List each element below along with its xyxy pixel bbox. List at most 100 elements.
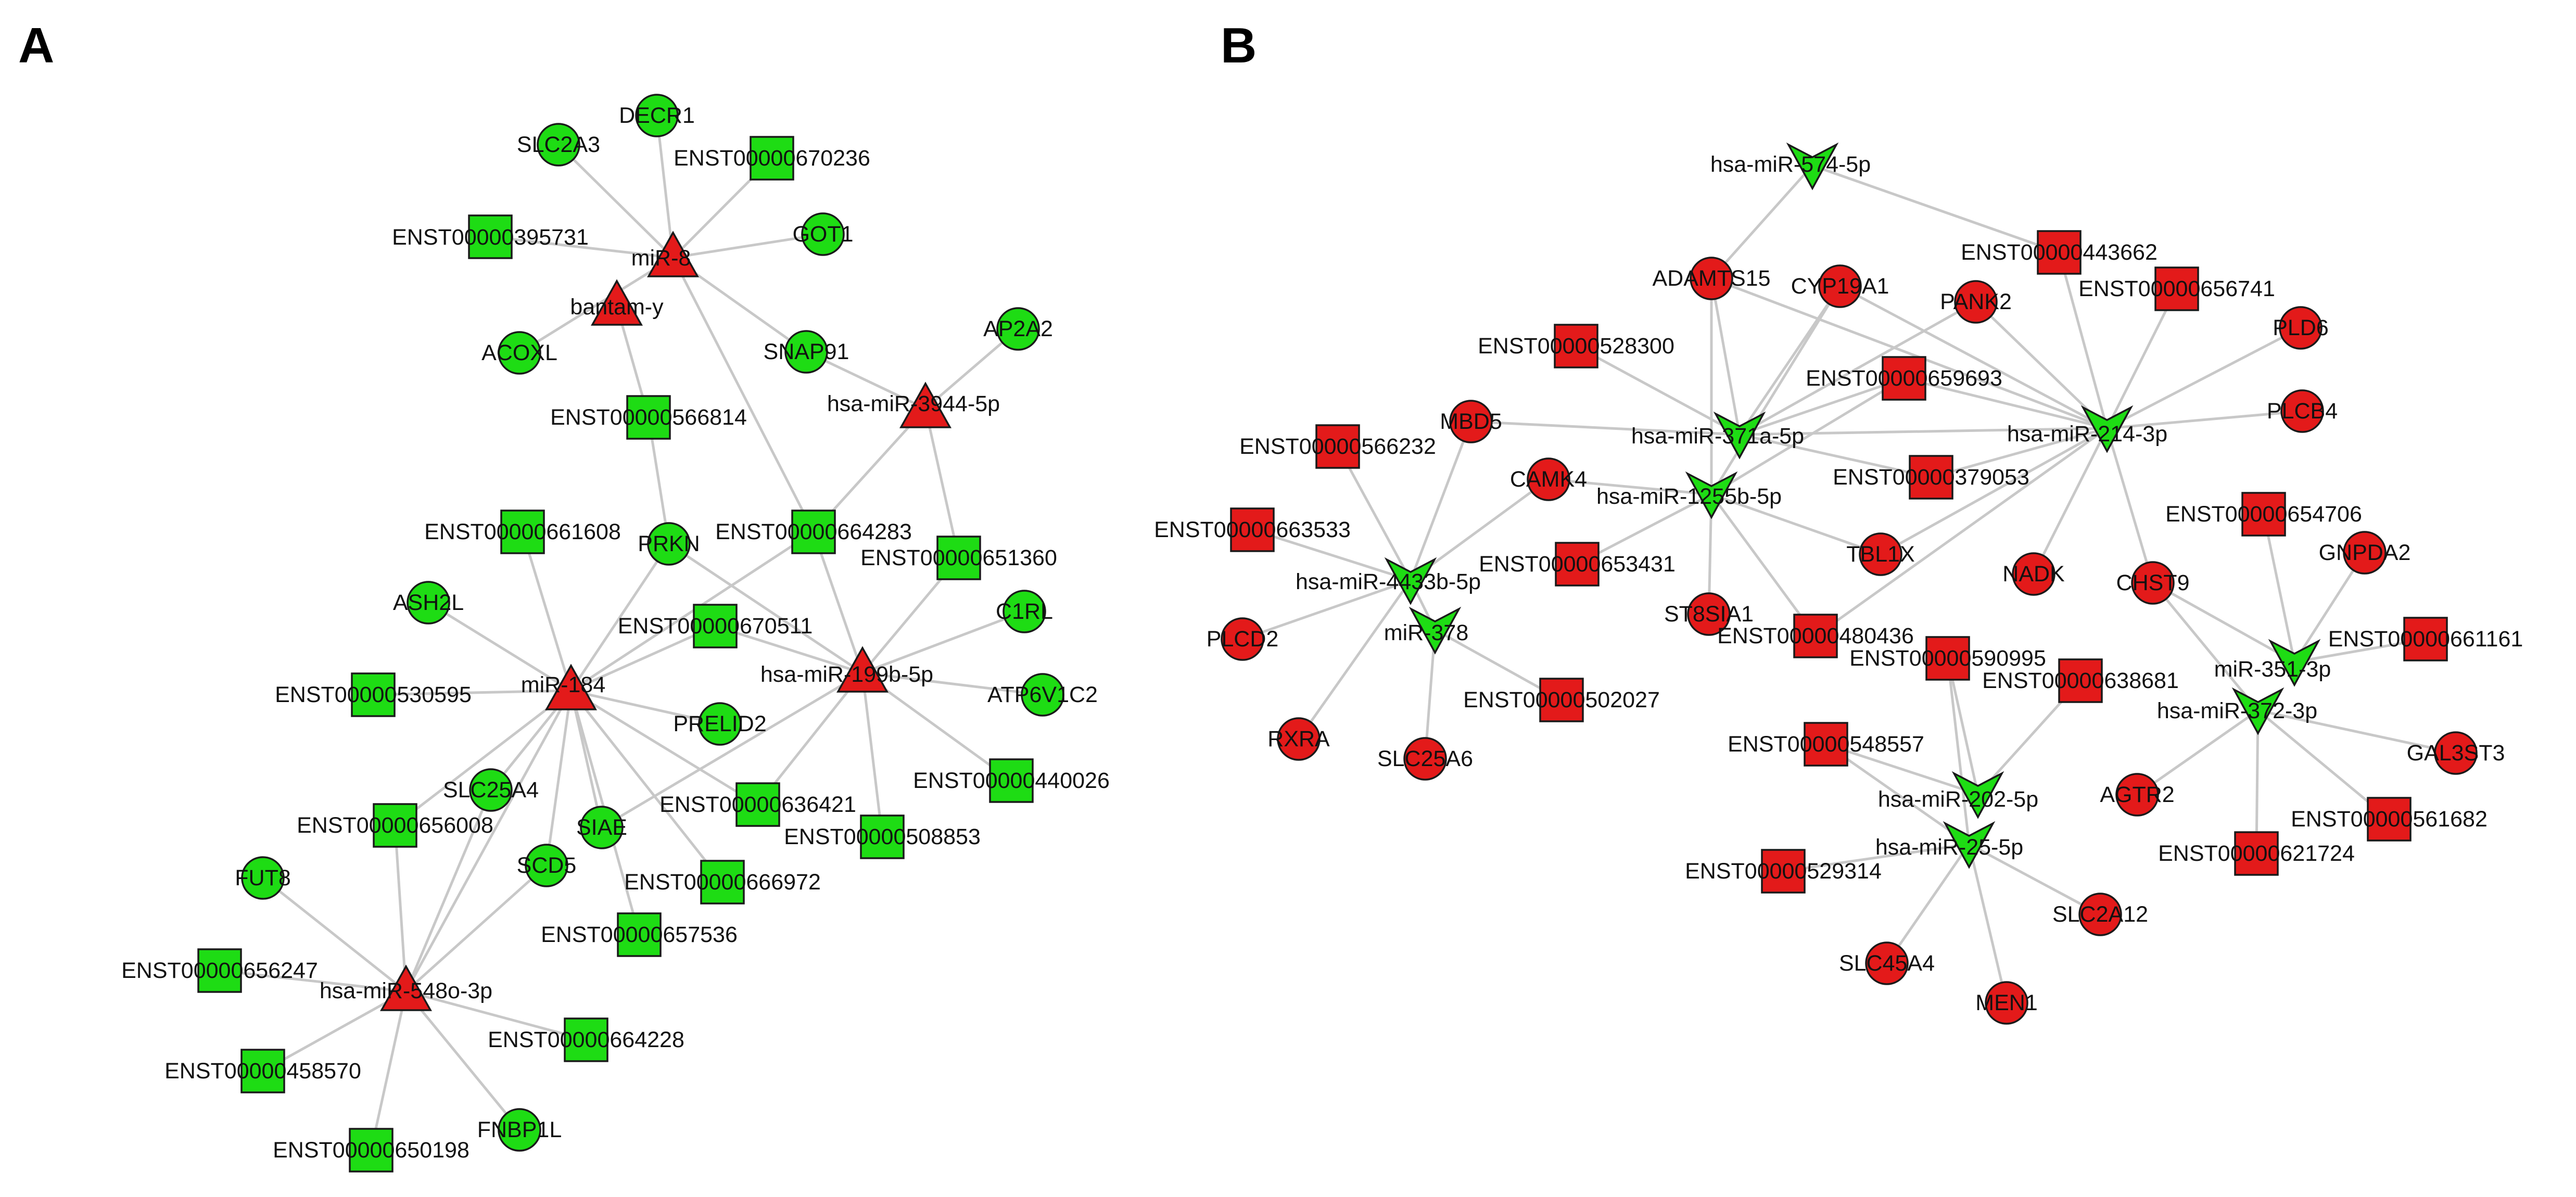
edge-a-mir-8-to-got1 (672, 233, 823, 259)
edge-b-hsa-mir-4433b-5p-to-rxra (1297, 579, 1412, 740)
node-label-enst00000480436: ENST00000480436 (1717, 623, 1914, 648)
node-enst00000621724-square-icon (2234, 831, 2279, 876)
node-label-hsa-mir-214-3p: hsa-miR-214-3p (2007, 422, 2167, 447)
edge-b-mir-351-3p-to-enst00000654706 (2262, 514, 2296, 663)
edge-b-hsa-mir-25-5p-to-enst00000529314 (1783, 843, 1970, 873)
edge-a-mir-8-to-enst00000664283 (671, 257, 815, 533)
node-label-tbl1x: TBL1X (1846, 542, 1914, 567)
node-label-enst00000657536: ENST00000657536 (541, 922, 738, 947)
node-label-rxra: RXRA (1267, 727, 1330, 752)
edge-a-mir-8-to-enst00000395731 (490, 235, 674, 259)
edge-a-hsa-mir-548o-3p-to-scd5 (405, 864, 548, 992)
node-camk4-circle-icon (1527, 457, 1570, 501)
node-enst00000379053-square-icon (1909, 455, 1953, 500)
node-men1-circle-icon (1985, 981, 2028, 1025)
node-label-enst00000664283: ENST00000664283 (715, 519, 912, 544)
edge-b-hsa-mir-1255b-5p-to-cyp19a1 (1710, 285, 1842, 495)
node-slc25a6-circle-icon (1403, 737, 1447, 781)
node-label-got1: GOT1 (792, 222, 853, 247)
edge-a-mir-184-to-enst00000661608 (521, 531, 573, 691)
node-label-enst00000670511: ENST00000670511 (618, 614, 813, 639)
node-label-enst00000561682: ENST00000561682 (2291, 807, 2488, 832)
node-prelid2-circle-icon (698, 702, 742, 746)
edge-a-mir-8-to-decr1 (655, 115, 675, 258)
node-label-hsa-mir-199b-5p: hsa-miR-199b-5p (760, 662, 933, 687)
edge-a-mir-184-to-hsa-mir-548o-3p (404, 690, 573, 992)
node-label-agtr2: AGTR2 (2100, 782, 2174, 807)
node-label-enst00000529314: ENST00000529314 (1685, 859, 1882, 884)
node-label-enst00000653431: ENST00000653431 (1479, 552, 1676, 577)
edge-b-hsa-mir-4433b-5p-to-mbd5 (1409, 421, 1473, 581)
edge-a-hsa-mir-199b-5p-to-enst00000508853 (861, 672, 884, 837)
node-label-mir-8: miR-8 (631, 246, 691, 271)
node-enst00000670511-square-icon (693, 604, 738, 648)
node-label-enst00000666972: ENST00000666972 (624, 870, 821, 895)
node-slc2a3-circle-icon (537, 123, 580, 167)
node-label-slc45a4: SLC45A4 (1839, 951, 1935, 976)
node-enst00000656741-square-icon (2154, 266, 2199, 311)
node-label-ash2l: ASH2L (393, 590, 464, 615)
node-label-prelid2: PRELID2 (673, 711, 766, 736)
node-label-mir-184: miR-184 (521, 672, 606, 697)
edge-b-hsa-mir-25-5p-to-enst00000548557 (1825, 743, 1970, 846)
node-label-enst00000661161: ENST00000661161 (2328, 627, 2523, 652)
node-tbl1x-circle-icon (1859, 532, 1902, 576)
edge-a-mir-184-to-enst00000530595 (373, 689, 572, 696)
node-label-ap2a2: AP2A2 (983, 316, 1053, 341)
node-enst00000657536-square-icon (617, 912, 662, 957)
node-c1rl-circle-icon (1003, 590, 1046, 633)
node-label-gnpda2: GNPDA2 (2319, 540, 2411, 565)
node-enst00000566232-square-icon (1315, 424, 1360, 469)
node-label-decr1: DECR1 (619, 103, 695, 128)
edge-b-hsa-mir-214-3p-to-nadk (2032, 427, 2109, 575)
edge-b-mir-351-3p-to-chst9 (2152, 581, 2295, 664)
edge-a-mir-184-to-prelid2 (570, 689, 720, 725)
edge-a-hsa-mir-548o-3p-to-slc25a4 (404, 789, 492, 992)
edge-a-mir-184-to-enst00000664283 (570, 530, 815, 692)
node-mir-351-3p-vee-icon (2268, 639, 2321, 687)
node-enst00000566814-square-icon (626, 395, 671, 440)
node-label-pld6: PLD6 (2273, 315, 2329, 340)
node-label-hsa-mir-1255b-5p: hsa-miR-1255b-5p (1596, 484, 1782, 509)
node-enst00000650198-square-icon (349, 1128, 394, 1173)
node-label-enst00000659693: ENST00000659693 (1806, 366, 2002, 391)
node-enst00000480436-square-icon (1793, 614, 1838, 658)
node-enst00000656008-square-icon (373, 803, 417, 848)
node-label-cyp19a1: CYP19A1 (1791, 274, 1889, 299)
node-label-hsa-mir-202-5p: hsa-miR-202-5p (1878, 787, 2038, 812)
node-hsa-mir-214-3p-vee-icon (2080, 405, 2134, 453)
node-label-mir-378: miR-378 (1384, 620, 1469, 645)
node-hsa-mir-4433b-5p-vee-icon (1384, 557, 1437, 605)
edge-b-hsa-mir-202-5p-to-enst00000548557 (1825, 743, 1978, 796)
node-enst00000508853-square-icon (860, 814, 905, 859)
node-label-enst00000621724: ENST00000621724 (2158, 841, 2355, 866)
edge-b-hsa-mir-214-3p-to-chst9 (2105, 428, 2154, 583)
node-label-scd5: SCD5 (517, 853, 577, 878)
node-label-enst00000654706: ENST00000654706 (2165, 502, 2362, 527)
node-label-enst00000443662: ENST00000443662 (1961, 240, 2158, 265)
node-enst00000656247-square-icon (197, 948, 242, 993)
edge-b-hsa-mir-1255b-5p-to-enst00000659693 (1710, 377, 1905, 496)
edge-a-hsa-mir-548o-3p-to-enst00000458570 (262, 990, 407, 1073)
node-label-hsa-mir-372-3p: hsa-miR-372-3p (2157, 698, 2317, 723)
node-hsa-mir-574-5p-vee-icon (1786, 142, 1839, 190)
node-hsa-mir-199b-5p-triangle-icon (836, 646, 889, 693)
node-enst00000663533-square-icon (1230, 507, 1275, 552)
node-enst00000638681-square-icon (2058, 658, 2103, 703)
node-enst00000395731-square-icon (468, 214, 513, 259)
edge-b-hsa-mir-371a-5p-to-adamts15 (1710, 278, 1741, 435)
node-fut8-circle-icon (241, 856, 285, 900)
node-mbd5-circle-icon (1449, 400, 1493, 443)
node-enst00000636421-square-icon (735, 782, 780, 827)
edge-b-hsa-mir-371a-5p-to-hsa-mir-214-3p (1739, 427, 2108, 436)
edge-a-hsa-mir-199b-5p-to-c1rl (862, 610, 1025, 674)
node-label-enst00000395731: ENST00000395731 (392, 225, 589, 250)
edge-a-mir-184-to-enst00000670511 (570, 625, 716, 692)
edge-b-hsa-mir-574-5p-to-adamts15 (1710, 164, 1813, 279)
node-enst00000661161-square-icon (2403, 617, 2448, 661)
edge-b-hsa-mir-372-3p-to-gal3st3 (2257, 709, 2456, 755)
node-label-enst00000636421: ENST00000636421 (659, 792, 856, 817)
node-label-men1: MEN1 (1975, 990, 2037, 1015)
node-label-acoxl: ACOXL (481, 340, 557, 365)
edge-b-hsa-mir-1255b-5p-to-enst00000653431 (1576, 493, 1712, 566)
